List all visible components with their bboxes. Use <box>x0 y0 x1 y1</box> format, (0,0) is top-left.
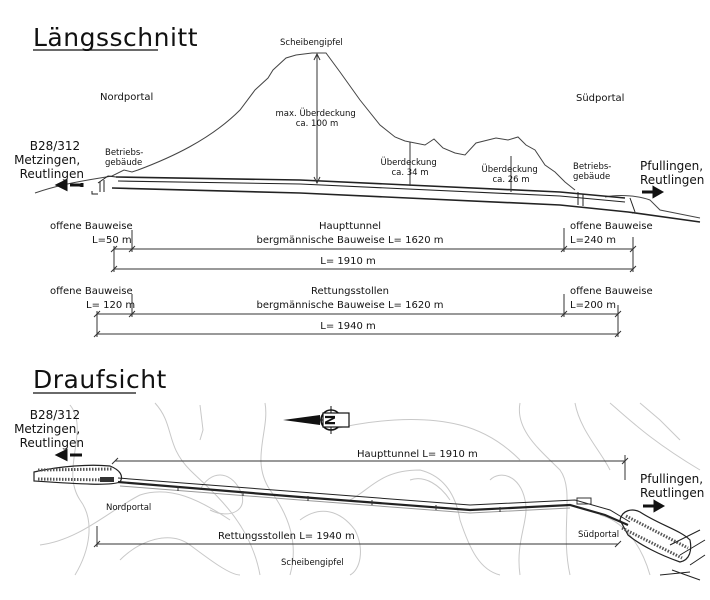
longitudinal-section-title: Längsschnitt <box>33 23 198 52</box>
plan-rescue-tunnel-label: Rettungsstollen L= 1940 m <box>218 531 355 542</box>
plan-main-tunnel-line <box>117 480 629 527</box>
arrow-right-icon <box>642 185 665 199</box>
south-building-plan <box>576 497 592 505</box>
right-direction-label: Pfullingen, Reutlingen <box>640 159 707 187</box>
north-arrow-icon <box>283 406 350 434</box>
rescue-right-open-label: offene Bauweise <box>570 286 653 297</box>
terrain-contours <box>39 402 701 576</box>
south-portal-structure <box>577 192 638 214</box>
arrow-left-icon <box>54 178 84 192</box>
rescue-tunnel-total: L= 1940 m <box>320 321 376 332</box>
plan-rescue-tunnel-dimension <box>93 526 622 548</box>
plan-right-direction-label: Pfullingen, Reutlingen <box>640 472 707 500</box>
south-portal-earthworks <box>619 509 706 581</box>
rescue-left-open-label: offene Bauweise <box>50 286 133 297</box>
tunnel-tube-top <box>115 176 626 199</box>
plan-main-tunnel-label: Haupttunnel L= 1910 m <box>357 449 478 460</box>
rescue-right-open-length: L=200 m <box>570 300 616 311</box>
main-tunnel-dimension-lines <box>110 228 637 273</box>
terrain-profile <box>34 52 576 194</box>
main-left-open-length: L=50 m <box>92 235 132 246</box>
left-direction-label: B28/312 Metzingen, Reutlingen <box>14 139 84 181</box>
plan-left-direction-label: B28/312 Metzingen, Reutlingen <box>14 408 84 450</box>
main-right-open-length: L=240 m <box>570 235 616 246</box>
main-right-open-label: offene Bauweise <box>570 221 653 232</box>
plan-summit-label: Scheibengipfel <box>281 558 344 568</box>
plan-rescue-tunnel-line <box>119 485 571 514</box>
north-arrow-letter: N <box>324 415 339 426</box>
max-cover-arrows <box>313 52 321 185</box>
plan-arrow-left-icon <box>54 448 82 462</box>
cross-passages <box>177 486 501 512</box>
summit-label: Scheibengipfel <box>280 38 343 48</box>
main-tunnel-total: L= 1910 m <box>320 256 376 267</box>
max-cover-label: max. Überdeckung ca. 100 m <box>276 108 359 129</box>
rescue-left-open-length: L= 120 m <box>86 300 135 311</box>
north-portal-earthworks <box>33 464 123 485</box>
main-tunnel-title: Haupttunnel <box>319 221 381 232</box>
plan-view-title: Draufsicht <box>33 365 167 394</box>
main-left-open-label: offene Bauweise <box>50 221 133 232</box>
south-portal-label: Südportal <box>576 93 624 104</box>
cover-34-label: Überdeckung ca. 34 m <box>380 157 439 178</box>
cover-26-label: Überdeckung ca. 26 m <box>481 164 540 185</box>
tunnel-tube-inner <box>117 180 626 203</box>
tunnel-tube-bottom <box>111 187 701 223</box>
plan-arrow-right-icon <box>643 499 666 513</box>
north-portal-label: Nordportal <box>100 92 153 103</box>
plan-north-portal-label: Nordportal <box>106 503 151 513</box>
plan-south-portal-label: Südportal <box>578 530 619 540</box>
north-portal-structure <box>91 175 117 195</box>
rescue-tunnel-title: Rettungsstollen <box>311 286 389 297</box>
plan-main-tunnel-line-top <box>117 477 631 523</box>
building-left-label: Betriebs- gebäude <box>105 148 146 168</box>
main-tunnel-mined-length: bergmännische Bauweise L= 1620 m <box>257 235 444 246</box>
plan-main-tunnel-dimension <box>111 455 629 480</box>
rescue-tunnel-mined-length: bergmännische Bauweise L= 1620 m <box>257 300 444 311</box>
building-right-label: Betriebs- gebäude <box>573 162 614 182</box>
rescue-tunnel-dimension-lines <box>93 294 622 338</box>
